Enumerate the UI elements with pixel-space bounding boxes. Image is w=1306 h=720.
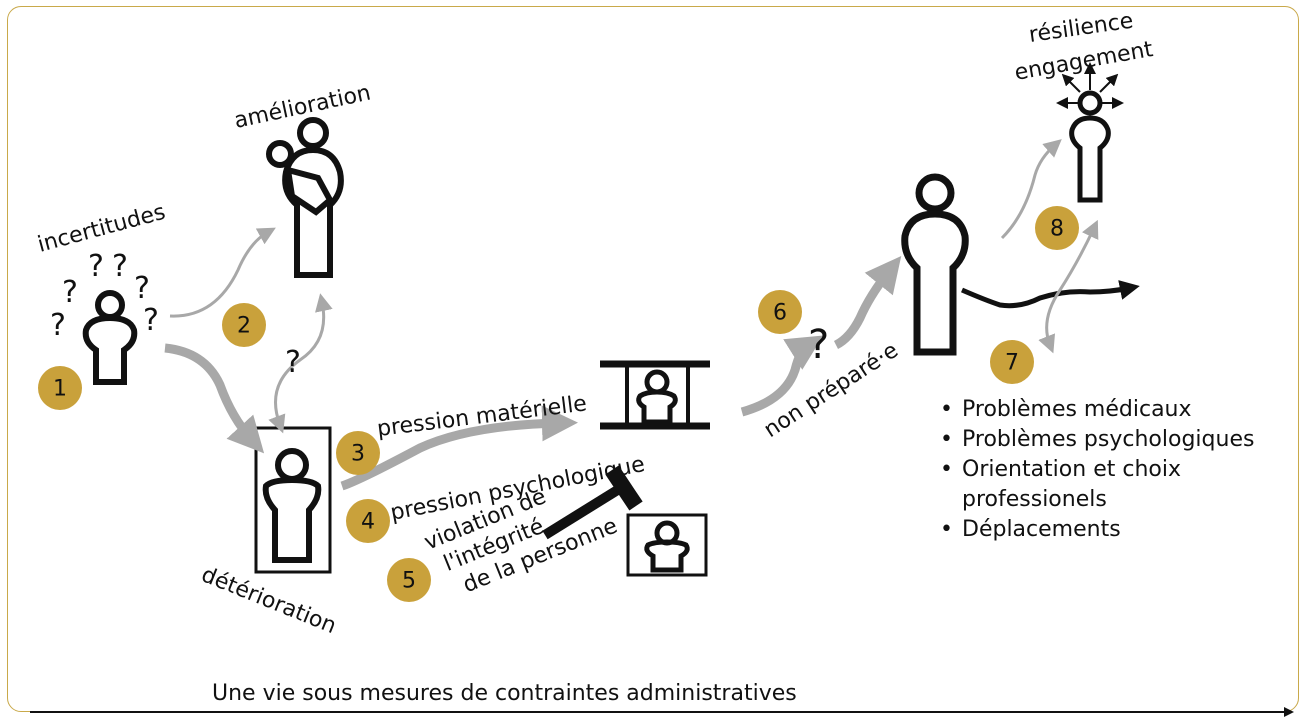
adult-person-icon	[901, 173, 969, 356]
question-mark-big: ?	[808, 322, 829, 368]
badge-3: 3	[336, 431, 380, 475]
svg-text:8: 8	[1050, 217, 1064, 242]
arrow-issues-resilience	[1038, 219, 1099, 354]
struck-person-icon	[626, 513, 708, 577]
resilient-person-icon	[1069, 90, 1111, 203]
arrow-to-unprepared	[740, 335, 824, 417]
badge-6: 6	[758, 290, 802, 334]
arrow-to-deterioration	[164, 343, 265, 454]
svg-text:?: ?	[143, 303, 159, 338]
arrow-to-improvement	[169, 227, 276, 318]
svg-text:3: 3	[351, 442, 365, 467]
badge-5: 5	[387, 558, 431, 602]
arrow-life-path	[961, 280, 1140, 309]
badge-7: 7	[990, 340, 1034, 384]
svg-text:6: 6	[773, 301, 787, 326]
label-deterioration: détérioration	[198, 562, 340, 639]
timeline-label: Une vie sous mesures de contraintes admi…	[212, 681, 797, 706]
svg-text:1: 1	[53, 377, 67, 402]
radiating-arrows-icon	[1056, 62, 1124, 109]
svg-text:5: 5	[402, 569, 416, 594]
svg-text:?: ?	[134, 271, 150, 306]
svg-text:?: ?	[62, 275, 78, 310]
badge-2: 2	[222, 303, 266, 347]
issue-item: Problèmes psychologiques	[940, 425, 1306, 455]
question-marks: ? ? ? ? ? ?	[50, 249, 159, 343]
deteriorating-person-icon	[254, 426, 332, 574]
arrow-pressure	[340, 405, 578, 491]
issue-item: Problèmes médicaux	[940, 395, 1306, 425]
svg-text:2: 2	[237, 314, 251, 339]
badge-8: 8	[1035, 206, 1079, 250]
svg-text:4: 4	[361, 510, 375, 535]
issue-item: Déplacements	[940, 515, 1306, 545]
svg-text:?: ?	[88, 249, 104, 284]
caged-person-icon	[600, 360, 710, 430]
arrow-improvement-deterioration	[268, 293, 333, 434]
badge-4: 4	[346, 499, 390, 543]
svg-text:?: ?	[50, 308, 66, 343]
issues-list: Problèmes médicaux Problèmes psychologiq…	[940, 395, 1306, 545]
question-mark-middle: ?	[285, 345, 301, 380]
improving-person-icon	[266, 117, 344, 278]
svg-text:?: ?	[112, 249, 128, 284]
arrow-to-resilience	[1000, 139, 1062, 240]
badge-1: 1	[38, 366, 82, 410]
issue-item: Orientation et choix professionels	[940, 455, 1306, 515]
uncertain-person-icon	[82, 290, 138, 385]
svg-text:7: 7	[1005, 351, 1019, 376]
arrow-to-adult	[833, 255, 902, 350]
hammer-icon	[542, 465, 643, 540]
